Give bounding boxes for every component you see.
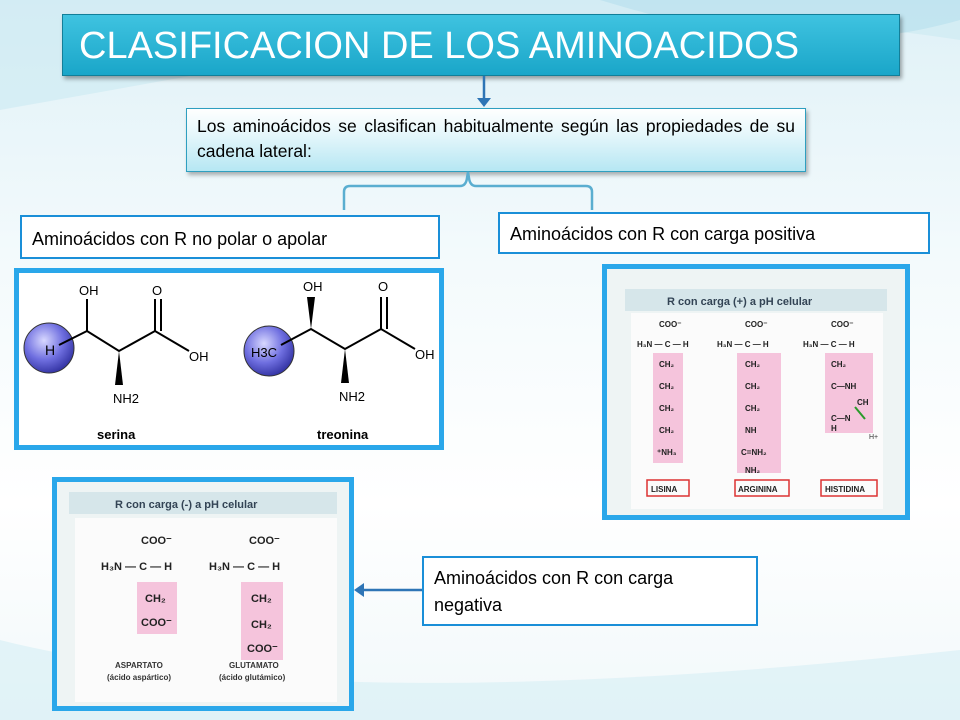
svg-text:H: H (831, 424, 837, 433)
svg-text:NH₂: NH₂ (745, 466, 761, 475)
treonina-name: treonina (317, 427, 369, 442)
nonpolar-structures-panel: H OH O OH NH2 serina H3C OH O OH NH2 tre… (14, 268, 444, 450)
svg-text:H₃N — C — H: H₃N — C — H (803, 340, 855, 349)
negative-structures-panel: R con carga (-) a pH celular COO⁻ H₃N — C… (52, 477, 354, 711)
svg-text:CH₂: CH₂ (659, 426, 675, 435)
svg-text:NH: NH (745, 426, 757, 435)
positive-structures-panel: R con carga (+) a pH celular COO⁻ H₃N — C… (602, 264, 910, 520)
label-histidina: HISTIDINA (825, 485, 865, 494)
svg-text:C=NH₂: C=NH₂ (741, 448, 767, 457)
svg-text:CH₂: CH₂ (251, 619, 272, 631)
svg-text:C—N: C—N (831, 414, 851, 423)
label-lisina: LISINA (651, 485, 677, 494)
negative-pointer-arrow (354, 583, 422, 597)
serina-r-ball (23, 322, 75, 374)
treonina-structure: H3C OH O OH NH2 treonina (243, 279, 435, 442)
title-connector-arrow (477, 76, 491, 107)
serina-amine: NH2 (113, 391, 139, 406)
treonina-amine: NH2 (339, 389, 365, 404)
category-negative-label: Aminoácidos con R con carga negativa (434, 568, 674, 615)
category-nonpolar: Aminoácidos con R no polar o apolar (20, 215, 440, 259)
svg-text:CH₂: CH₂ (745, 382, 761, 391)
svg-text:COO⁻: COO⁻ (831, 320, 853, 329)
serina-name: serina (97, 427, 136, 442)
svg-text:C—NH: C—NH (831, 382, 857, 391)
label-glutamato: GLUTAMATO (229, 661, 279, 670)
nonpolar-structures-figure: H OH O OH NH2 serina H3C OH O OH NH2 tre… (23, 279, 435, 442)
svg-text:CH₂: CH₂ (659, 404, 675, 413)
label-aspartato-sub: (ácido aspártico) (107, 673, 171, 682)
svg-text:CH₂: CH₂ (831, 360, 847, 369)
histidine-proton: H+ (869, 434, 878, 441)
svg-text:CH₂: CH₂ (659, 360, 675, 369)
svg-text:COO⁻: COO⁻ (659, 320, 681, 329)
label-glutamato-sub: (ácido glutámico) (219, 673, 286, 682)
svg-text:CH₂: CH₂ (745, 404, 761, 413)
treonina-r-label: H3C (251, 345, 277, 360)
svg-text:COO⁻: COO⁻ (141, 617, 172, 629)
treonina-oh-top: OH (303, 279, 323, 294)
svg-text:CH₂: CH₂ (659, 382, 675, 391)
serina-structure: H OH O OH NH2 serina (23, 283, 209, 442)
treonina-o: O (378, 279, 388, 294)
treonina-oh-right: OH (415, 347, 435, 362)
svg-text:CH₂: CH₂ (251, 593, 272, 605)
svg-text:H₃N — C — H: H₃N — C — H (101, 561, 172, 573)
page-title: CLASIFICACION DE LOS AMINOACIDOS (62, 14, 900, 76)
positive-structures-figure: R con carga (+) a pH celular COO⁻ H₃N — C… (607, 269, 905, 515)
svg-text:H₃N — C — H: H₃N — C — H (209, 561, 280, 573)
serina-oh-right: OH (189, 349, 209, 364)
serina-oh-top: OH (79, 283, 99, 298)
label-aspartato: ASPARTATO (115, 661, 163, 670)
serina-o: O (152, 283, 162, 298)
svg-text:CH₂: CH₂ (145, 593, 166, 605)
svg-text:⁺NH₃: ⁺NH₃ (657, 448, 677, 457)
label-arginina: ARGININA (738, 485, 778, 494)
svg-text:H₃N — C — H: H₃N — C — H (717, 340, 769, 349)
svg-text:CH₂: CH₂ (745, 360, 761, 369)
treonina-r-ball (243, 325, 295, 377)
category-negative: Aminoácidos con R con carga negativa (422, 556, 758, 626)
svg-text:CH: CH (857, 398, 869, 407)
svg-text:COO⁻: COO⁻ (141, 535, 172, 547)
branch-bracket (342, 171, 594, 210)
positive-header: R con carga (+) a pH celular (667, 296, 813, 308)
intro-text: Los aminoácidos se clasifican habitualme… (186, 108, 806, 172)
negative-structures-figure: R con carga (-) a pH celular COO⁻ H₃N — C… (57, 482, 349, 706)
svg-text:COO⁻: COO⁻ (247, 643, 278, 655)
svg-text:COO⁻: COO⁻ (745, 320, 767, 329)
negative-header: R con carga (-) a pH celular (115, 499, 258, 511)
svg-text:H₃N — C — H: H₃N — C — H (637, 340, 689, 349)
svg-text:COO⁻: COO⁻ (249, 535, 280, 547)
serina-r-label: H (45, 342, 55, 358)
category-positive: Aminoácidos con R con carga positiva (498, 212, 930, 254)
